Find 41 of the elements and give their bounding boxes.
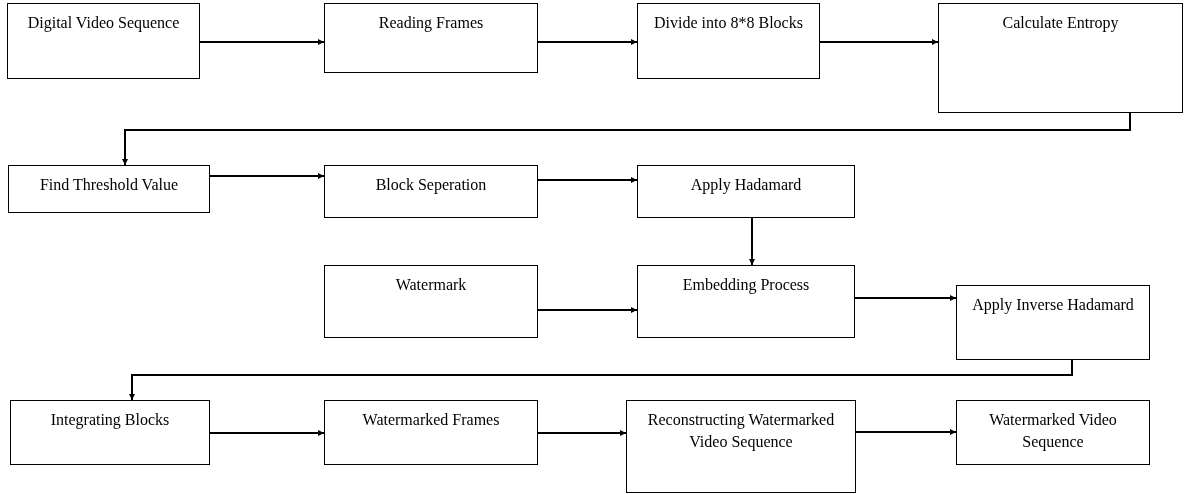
arrow (749, 217, 755, 266)
step-label: Watermarked Video Sequence (988, 410, 1118, 453)
process-box (7, 3, 200, 79)
step-label: Watermark (395, 275, 467, 295)
step-label: Apply Inverse Hadamard (972, 295, 1134, 316)
step-label: Embedding Process (682, 275, 810, 296)
step-label: Apply Hadamard (690, 175, 802, 196)
process-box (637, 3, 820, 79)
process-box (324, 165, 538, 218)
step-label: Reconstructing Watermarked Video Sequence (646, 410, 836, 453)
arrow (854, 295, 957, 301)
arrow (537, 430, 627, 436)
arrow (855, 429, 957, 435)
step-label: Calculate Entropy (1002, 13, 1119, 34)
process-box (938, 3, 1183, 113)
step-label: Divide into 8*8 Blocks (654, 13, 803, 33)
process-box (956, 400, 1150, 465)
arrow (122, 112, 1131, 166)
process-box (637, 265, 855, 338)
process-box (637, 165, 855, 218)
process-box (324, 400, 538, 465)
arrow (209, 173, 325, 179)
process-box (324, 265, 538, 338)
process-box (10, 400, 210, 465)
step-label: Find Threshold Value (39, 175, 179, 195)
arrow (199, 39, 325, 45)
step-label: Integrating Blocks (50, 410, 170, 431)
process-box (626, 400, 856, 493)
arrow (819, 39, 939, 45)
process-box (956, 285, 1150, 360)
arrow (537, 177, 638, 183)
step-label: Watermarked Frames (362, 410, 500, 430)
arrow (209, 430, 325, 436)
step-label: Block Seperation (375, 175, 487, 196)
process-box (8, 165, 210, 213)
step-label: Digital Video Sequence (27, 13, 180, 34)
arrow (537, 39, 638, 45)
arrow (129, 359, 1073, 401)
step-label: Reading Frames (378, 13, 484, 34)
arrow (537, 307, 638, 313)
process-box (324, 3, 538, 73)
